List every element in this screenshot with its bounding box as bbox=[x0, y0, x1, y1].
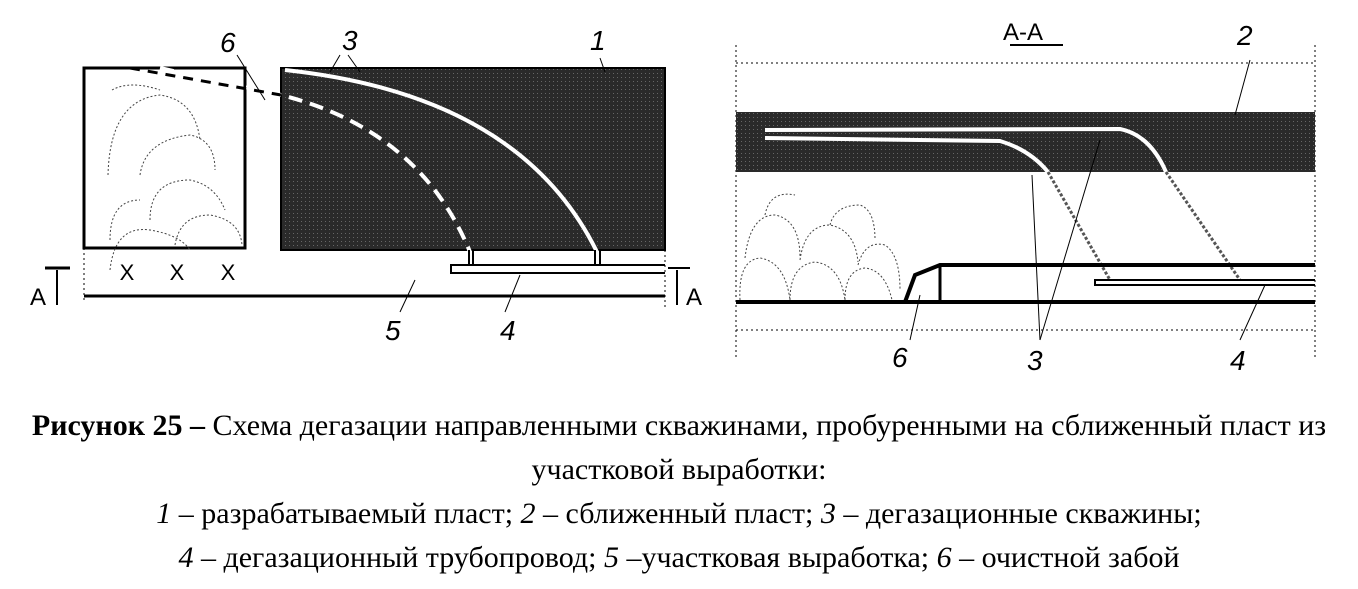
caption-legend-line-1: 1 – разрабатываемый пласт; 2 – сближенны… bbox=[0, 492, 1358, 536]
label-5: 5 bbox=[385, 315, 401, 346]
legend-text: – разрабатываемый пласт; bbox=[171, 497, 514, 530]
plan-view: X X X 6 3 1 5 4 A A bbox=[30, 25, 702, 346]
degas-pipeline-plan bbox=[450, 250, 665, 274]
svg-text:X: X bbox=[221, 260, 236, 285]
legend-num: 6 bbox=[936, 541, 952, 574]
label-3: 3 bbox=[342, 25, 358, 56]
section-title: А-А bbox=[1003, 19, 1043, 46]
adjacent-seam-2 bbox=[736, 112, 1315, 172]
cut-label-right: A bbox=[686, 284, 702, 311]
leader-lines-section bbox=[909, 59, 1266, 341]
legend-text: –участковая выработка; bbox=[618, 541, 930, 574]
section-view: А-А 2 6 3 4 bbox=[735, 19, 1316, 376]
label-1: 1 bbox=[590, 25, 606, 56]
label-4: 4 bbox=[500, 315, 516, 346]
label-3-section: 3 bbox=[1027, 345, 1043, 376]
borehole-dashed bbox=[159, 66, 472, 253]
caption-legend-line-2: 4 – дегазационный трубопровод; 5 –участк… bbox=[0, 536, 1358, 580]
section-mark-left: A bbox=[30, 266, 70, 311]
worked-seam-1 bbox=[280, 67, 666, 251]
legend-num: 5 bbox=[603, 541, 619, 574]
svg-text:X: X bbox=[170, 260, 185, 285]
borehole-solid bbox=[284, 68, 599, 253]
caption-title-text: Схема дегазации направленными скважинами… bbox=[205, 409, 1327, 486]
borehole-dashed-goaf bbox=[129, 66, 282, 97]
rubble-pattern bbox=[107, 84, 243, 271]
strata-boundaries bbox=[735, 45, 1316, 360]
roadway-section bbox=[736, 263, 1315, 304]
goaf-rubble-area bbox=[82, 66, 247, 250]
rubble-section bbox=[739, 193, 901, 301]
legend-text: – дегазационные скважины; bbox=[835, 497, 1202, 530]
cut-label-left: A bbox=[30, 284, 46, 311]
legend-text: – дегазационный трубопровод; bbox=[193, 541, 597, 574]
legend-text: – сближенный пласт; bbox=[535, 497, 814, 530]
svg-text:X: X bbox=[120, 260, 135, 285]
degasification-diagram: X X X 6 3 1 5 4 A A А-А bbox=[30, 19, 1316, 376]
section-borehole-1 bbox=[764, 136, 1112, 281]
leader-lines bbox=[236, 54, 606, 313]
section-mark-right: A bbox=[668, 267, 702, 311]
label-2: 2 bbox=[1236, 20, 1253, 51]
label-6-section: 6 bbox=[892, 342, 908, 373]
figure-label: Рисунок 25 – bbox=[31, 409, 205, 442]
caption-title: Рисунок 25 – Схема дегазации направленны… bbox=[0, 404, 1358, 492]
legend-num: 2 bbox=[520, 497, 536, 530]
label-4-section: 4 bbox=[1230, 345, 1246, 376]
label-6: 6 bbox=[220, 27, 236, 58]
legend-num: 3 bbox=[820, 497, 836, 530]
legend-num: 1 bbox=[156, 497, 172, 530]
legend-text: – очистной забой bbox=[951, 541, 1180, 574]
legend-num: 4 bbox=[178, 541, 194, 574]
section-borehole-2 bbox=[764, 126, 1242, 282]
figure-caption: Рисунок 25 – Схема дегазации направленны… bbox=[0, 404, 1358, 580]
